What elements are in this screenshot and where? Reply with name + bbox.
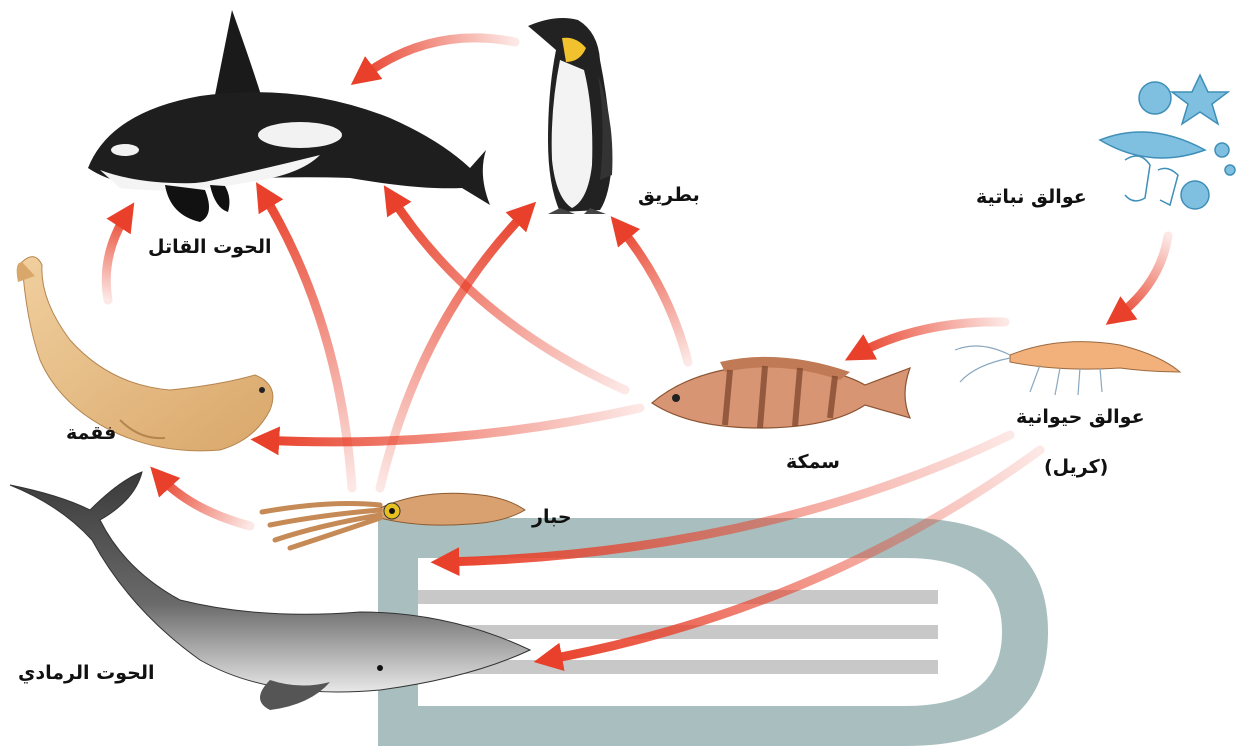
killer-whale-label: الحوت القاتل: [148, 238, 272, 257]
krill-icon: [955, 342, 1180, 395]
arrow-fish-to-penguin: [618, 225, 688, 362]
arrow-squid-to-penguin: [380, 210, 528, 488]
phytoplankton-label: عوالق نباتية: [976, 188, 1087, 207]
zooplankton-label: عوالق حيوانية: [1016, 408, 1145, 427]
arrow-phyto-to-krill: [1115, 236, 1168, 318]
gray-whale-label: الحوت الرمادي: [18, 664, 155, 683]
arrow-penguin-to-orca: [360, 38, 515, 78]
penguin-label: بطريق: [638, 186, 700, 205]
fish-label: سمكة: [786, 453, 840, 472]
arrow-krill-to-fish: [855, 322, 1005, 355]
seal-label: فقمة: [66, 424, 116, 443]
penguin-icon: [528, 18, 612, 214]
fish-icon: [652, 357, 910, 428]
krill-label: (كريل): [1044, 458, 1108, 477]
arrow-seal-to-orca: [106, 212, 128, 300]
arrow-fish-to-seal: [262, 408, 640, 442]
squid-label: حبار: [532, 508, 572, 527]
arrow-squid-to-seal: [158, 475, 250, 526]
phytoplankton-icon: [1100, 75, 1235, 209]
seal-icon: [17, 257, 273, 451]
